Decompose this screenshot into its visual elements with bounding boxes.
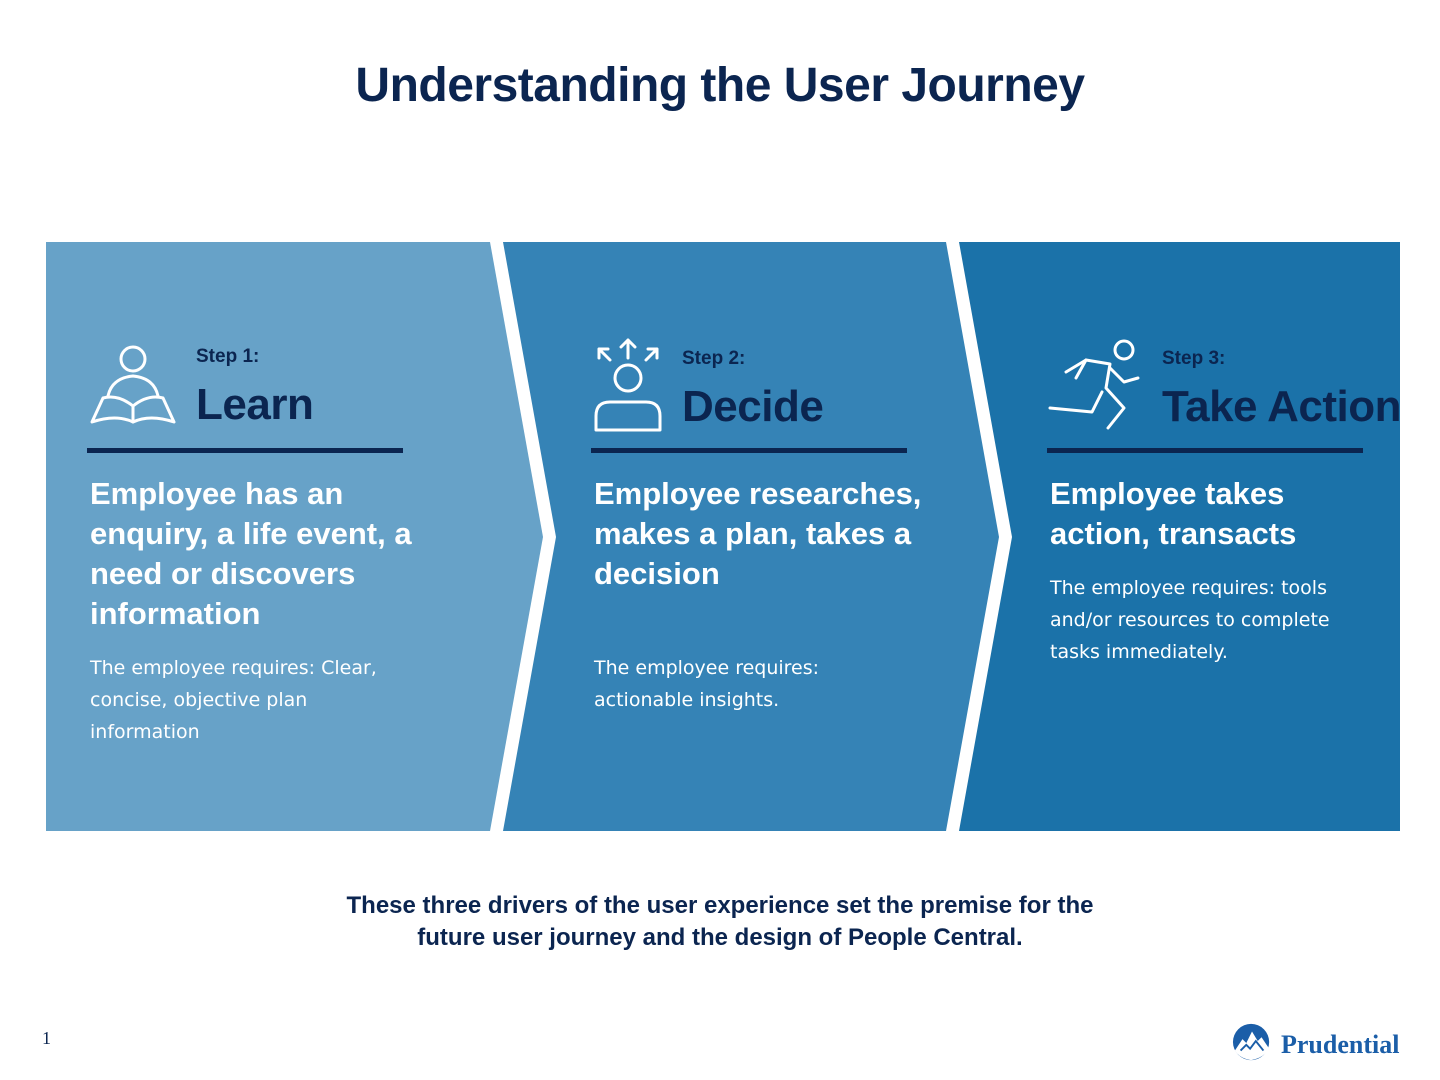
divider [87, 448, 403, 453]
page-title: Understanding the User Journey [355, 59, 1085, 112]
footer-note: These three drivers of the user experien… [0, 890, 1440, 954]
step-description: The employee requires: actionable insigh… [594, 657, 820, 711]
chevron-step-2 [503, 242, 999, 831]
step-headline: Employee researches, makes a plan, takes… [594, 476, 922, 591]
step-name: Decide [682, 382, 824, 431]
step-label: Step 2: [682, 348, 746, 369]
brand-name: Prudential [1281, 1030, 1400, 1059]
step-name: Take Action [1162, 382, 1402, 431]
step-headline: Employee has an enquiry, a life event, a… [90, 476, 412, 631]
chevron-step-3 [959, 242, 1400, 831]
divider [1047, 448, 1363, 453]
step-description: The employee requires: tools and/or reso… [1050, 577, 1330, 663]
step-label: Step 1: [196, 346, 260, 367]
page-number: 1 [42, 1028, 51, 1048]
rock-logo-icon [1232, 1023, 1270, 1061]
divider [591, 448, 907, 453]
reading-person-icon [90, 345, 176, 424]
chevron-step-1 [46, 242, 543, 831]
step-description: The employee requires: Clear, concise, o… [90, 657, 377, 743]
deciding-person-icon [594, 338, 662, 432]
footer-note-text: These three drivers of the user experien… [346, 892, 1094, 951]
step-headline: Employee takes action, transacts [1050, 476, 1297, 551]
step-name: Learn [196, 380, 314, 429]
running-person-icon [1048, 339, 1140, 430]
step-label: Step 3: [1162, 348, 1226, 369]
